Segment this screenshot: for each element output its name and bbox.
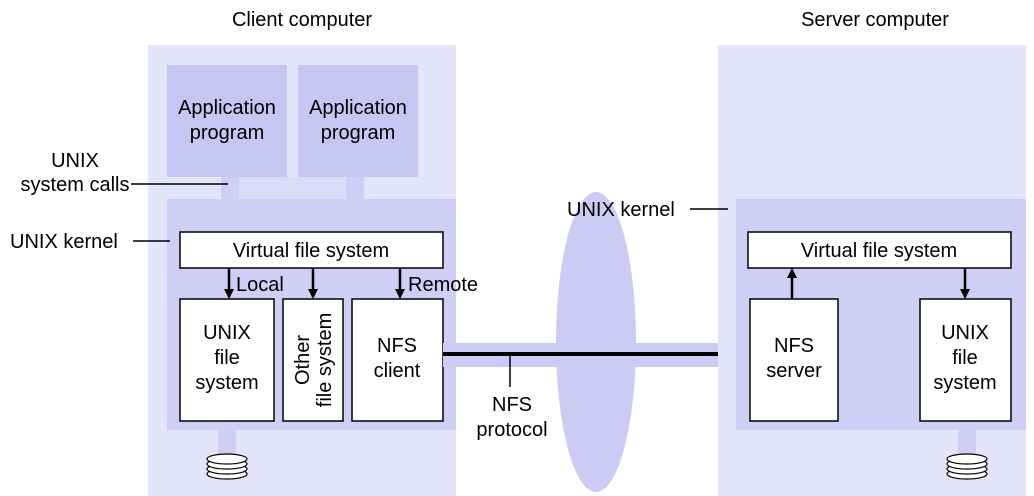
client-computer-title: Client computer xyxy=(232,9,372,31)
disk-stack-icon xyxy=(206,453,248,480)
server-unix-fs-line-3: system xyxy=(933,372,996,394)
other-file-system-box xyxy=(282,298,344,422)
client-virtual-file-system-box xyxy=(179,231,444,269)
nfs-server-line-1: NFS xyxy=(774,335,814,357)
other-fs-line-1: Other xyxy=(292,335,314,385)
client-unix-kernel-label: UNIX kernel xyxy=(10,231,118,253)
client-unix-fs-line-2: file xyxy=(214,347,240,369)
server-unix-fs-line-1: UNIX xyxy=(941,322,989,344)
application-program-1-line-2: program xyxy=(190,122,264,144)
system-call-interface xyxy=(221,177,239,199)
client-disk-connector xyxy=(218,430,236,456)
server-unix-kernel-label: UNIX kernel xyxy=(567,199,675,221)
disk-stack-icon xyxy=(946,453,988,480)
nfs-server-line-2: server xyxy=(766,360,822,382)
application-program-2-line-1: Application xyxy=(309,97,407,119)
client-virtual-file-system-label: Virtual file system xyxy=(233,240,389,262)
nfs-protocol-line-1: NFS xyxy=(492,394,532,416)
system-call-interface xyxy=(346,177,364,199)
nfs-client-line-2: client xyxy=(374,360,421,382)
application-program-box-1 xyxy=(167,65,287,177)
system-call-band xyxy=(239,177,346,199)
server-virtual-file-system-box xyxy=(747,231,1012,269)
nfs-protocol-line-2: protocol xyxy=(476,419,547,441)
application-program-2-line-2: program xyxy=(321,122,395,144)
client-unix-fs-line-1: UNIX xyxy=(203,322,251,344)
remote-label: Remote xyxy=(408,274,478,296)
server-computer-title: Server computer xyxy=(801,9,949,31)
network-ellipse xyxy=(556,192,636,492)
nfs-server-box xyxy=(749,298,839,422)
server-disk-connector xyxy=(958,430,976,456)
other-fs-line-2: file system xyxy=(314,313,336,407)
application-program-box-2 xyxy=(298,65,418,177)
application-program-1-line-1: Application xyxy=(178,97,276,119)
unix-system-calls-label-line-1: UNIX xyxy=(51,150,99,172)
nfs-client-line-1: NFS xyxy=(377,335,417,357)
unix-system-calls-label-line-2: system calls xyxy=(21,174,130,196)
local-label: Local xyxy=(236,274,284,296)
server-virtual-file-system-label: Virtual file system xyxy=(801,240,957,262)
server-unix-file-system-box xyxy=(919,298,1012,422)
nfs-client-box xyxy=(351,298,444,422)
client-unix-fs-line-3: system xyxy=(195,372,258,394)
server-unix-fs-line-2: file xyxy=(952,347,978,369)
client-unix-file-system-box xyxy=(179,298,275,422)
